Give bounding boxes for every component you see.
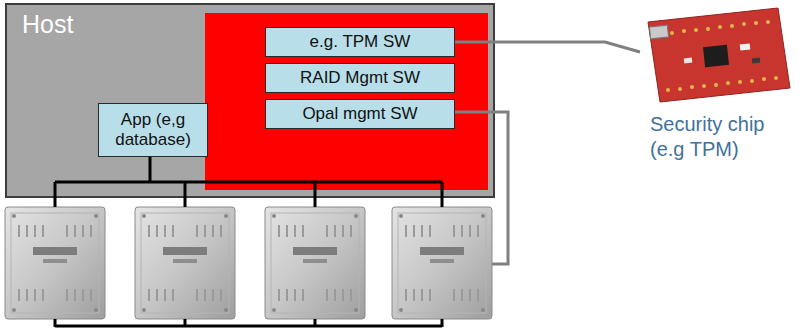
software-box: Opal mgmt SW: [265, 99, 455, 129]
software-box: e.g. TPM SW: [265, 27, 455, 57]
secure-region: [205, 13, 488, 190]
software-label: e.g. TPM SW: [306, 32, 415, 52]
security-chip: Security chip (e.g TPM): [640, 8, 792, 168]
host-box: Host e.g. TPM SW RAID Mgmt SW Opal mgmt SW A…: [5, 3, 495, 198]
software-label: Opal mgmt SW: [298, 104, 421, 124]
security-chip-picture: [648, 8, 790, 102]
chip-caption: Security chip (e.g TPM): [650, 112, 790, 162]
opal-drive-wire: [455, 111, 495, 114]
software-box: RAID Mgmt SW: [265, 63, 455, 93]
app-bus-lines: [55, 157, 442, 198]
drive-bus-lines: [55, 197, 442, 327]
app-box: App (e,g database): [98, 103, 208, 157]
app-label: App (e,g database): [99, 110, 207, 150]
drive-pictures: [5, 207, 492, 319]
host-label: Host: [22, 9, 73, 39]
software-label: RAID Mgmt SW: [296, 68, 424, 88]
connector-line: [455, 42, 640, 52]
